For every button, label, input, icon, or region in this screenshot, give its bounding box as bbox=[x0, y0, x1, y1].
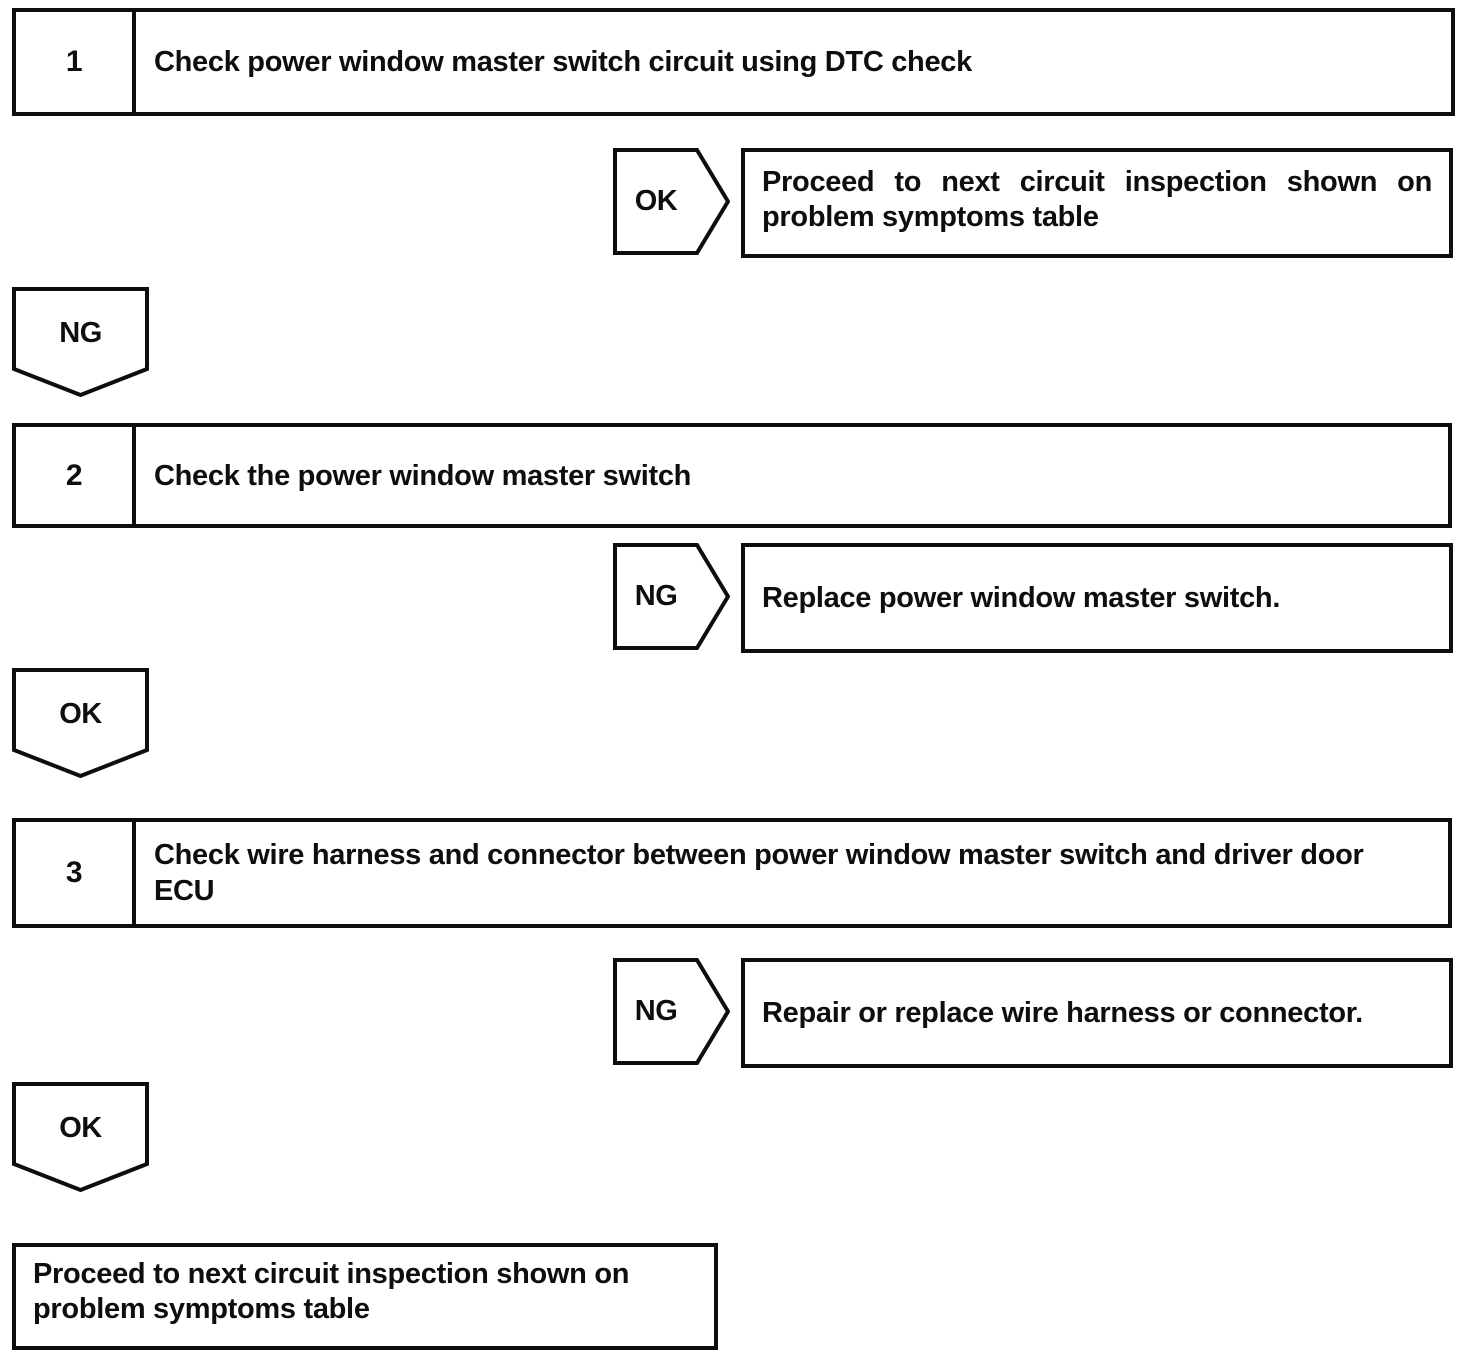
down-pentagon-shape bbox=[12, 668, 149, 778]
step-3-title-text: Check wire harness and connector between… bbox=[154, 839, 1364, 907]
step-1-branch-label: OK bbox=[634, 185, 678, 217]
step-3-branch-arrow: NG bbox=[613, 958, 730, 1065]
step-3-continue-arrow: OK bbox=[12, 1082, 149, 1192]
step-3-number: 3 bbox=[16, 822, 136, 924]
step-1-continue-arrow: NG bbox=[12, 287, 149, 397]
step-1-continue-label: NG bbox=[59, 316, 102, 349]
step-2-continue-label: OK bbox=[59, 697, 102, 730]
final-result-line-2: problem symptoms table bbox=[33, 1293, 370, 1325]
step-2-continue-arrow: OK bbox=[12, 668, 149, 778]
step-1-branch-arrow: OK bbox=[613, 148, 730, 255]
step-2-box: 2 Check the power window master switch bbox=[12, 423, 1452, 528]
step-2-number: 2 bbox=[16, 427, 136, 524]
step-2-branch-arrow: NG bbox=[613, 543, 730, 650]
step-3-box: 3 Check wire harness and connector betwe… bbox=[12, 818, 1452, 928]
step-1-box: 1 Check power window master switch circu… bbox=[12, 8, 1455, 116]
down-pentagon-shape bbox=[12, 287, 149, 397]
right-pentagon-shape bbox=[613, 148, 730, 255]
step-2-title: Check the power window master switch bbox=[136, 427, 1448, 524]
step-3-title: Check wire harness and connector between… bbox=[136, 822, 1448, 924]
final-result-box: Proceed to next circuit inspection shown… bbox=[12, 1243, 718, 1350]
final-result-line-1: Proceed to next circuit inspection shown… bbox=[33, 1258, 630, 1290]
step-2-result-text: Replace power window master switch. bbox=[762, 581, 1281, 614]
step-2-branch-label: NG bbox=[634, 580, 678, 612]
step-3-result-text: Repair or replace wire harness or connec… bbox=[762, 996, 1363, 1029]
step-2-branch-result-box: Replace power window master switch. bbox=[741, 543, 1453, 653]
right-pentagon-shape bbox=[613, 958, 730, 1065]
step-1-result-line-1: Proceed to next circuit inspection shown… bbox=[762, 166, 1432, 198]
step-3-continue-label: OK bbox=[59, 1111, 102, 1144]
step-3-branch-result-box: Repair or replace wire harness or connec… bbox=[741, 958, 1453, 1068]
step-1-result-line-2: problem symptoms table bbox=[762, 201, 1099, 233]
down-pentagon-shape bbox=[12, 1082, 149, 1192]
step-2-title-text: Check the power window master switch bbox=[154, 459, 692, 492]
step-3-branch-label: NG bbox=[634, 995, 678, 1027]
step-1-number: 1 bbox=[16, 12, 136, 112]
step-1-title-text: Check power window master switch circuit… bbox=[154, 46, 972, 78]
step-1-branch-result-box: Proceed to next circuit inspection shown… bbox=[741, 148, 1453, 258]
right-pentagon-shape bbox=[613, 543, 730, 650]
step-1-title: Check power window master switch circuit… bbox=[136, 12, 1451, 112]
